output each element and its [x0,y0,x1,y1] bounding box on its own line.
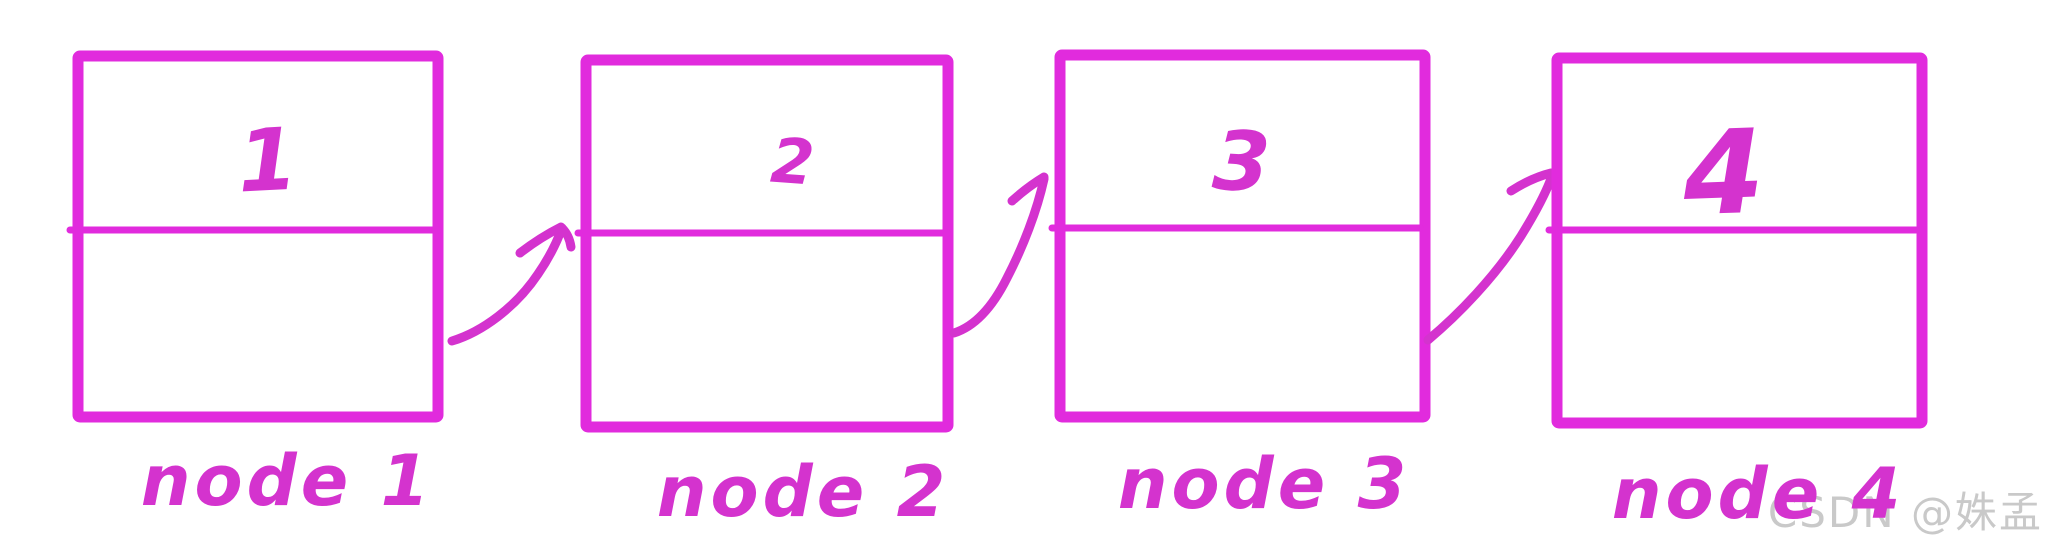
watermark-text: CSDN @姝孟 [1768,488,2043,537]
node1-label: node 1 [141,440,434,522]
node3-label: node 3 [1118,443,1411,525]
node1-box [72,50,444,423]
arrow2-barb [1007,172,1049,206]
arrow2-shaft [949,174,1049,338]
arrow3-barb [1506,168,1556,196]
node-group-1: 1 node 1 [66,50,444,522]
node1-value: 1 [235,110,300,213]
node2-box [580,54,954,433]
arrow3-shaft [1423,171,1557,345]
node2-value: 2 [768,124,816,200]
arrow-node2-to-node3 [949,172,1049,338]
node4-label: node 4 [1612,453,1905,535]
arrow1-shaft [447,223,567,346]
arrow1-barb [515,222,566,258]
node3-box [1054,49,1431,423]
node4-value: 4 [1680,105,1766,243]
arrow1-tip-hook [557,223,576,252]
node-group-3: 3 node 3 [1048,49,1431,525]
arrow-node1-to-node2 [447,222,576,346]
node-group-4: 4 node 4 [1545,52,1928,535]
node-group-2: 2 node 2 [574,54,954,533]
arrow-node3-to-node4 [1423,168,1557,345]
node3-value: 3 [1210,114,1272,212]
node2-label: node 2 [657,451,950,533]
node4-box [1551,52,1928,429]
